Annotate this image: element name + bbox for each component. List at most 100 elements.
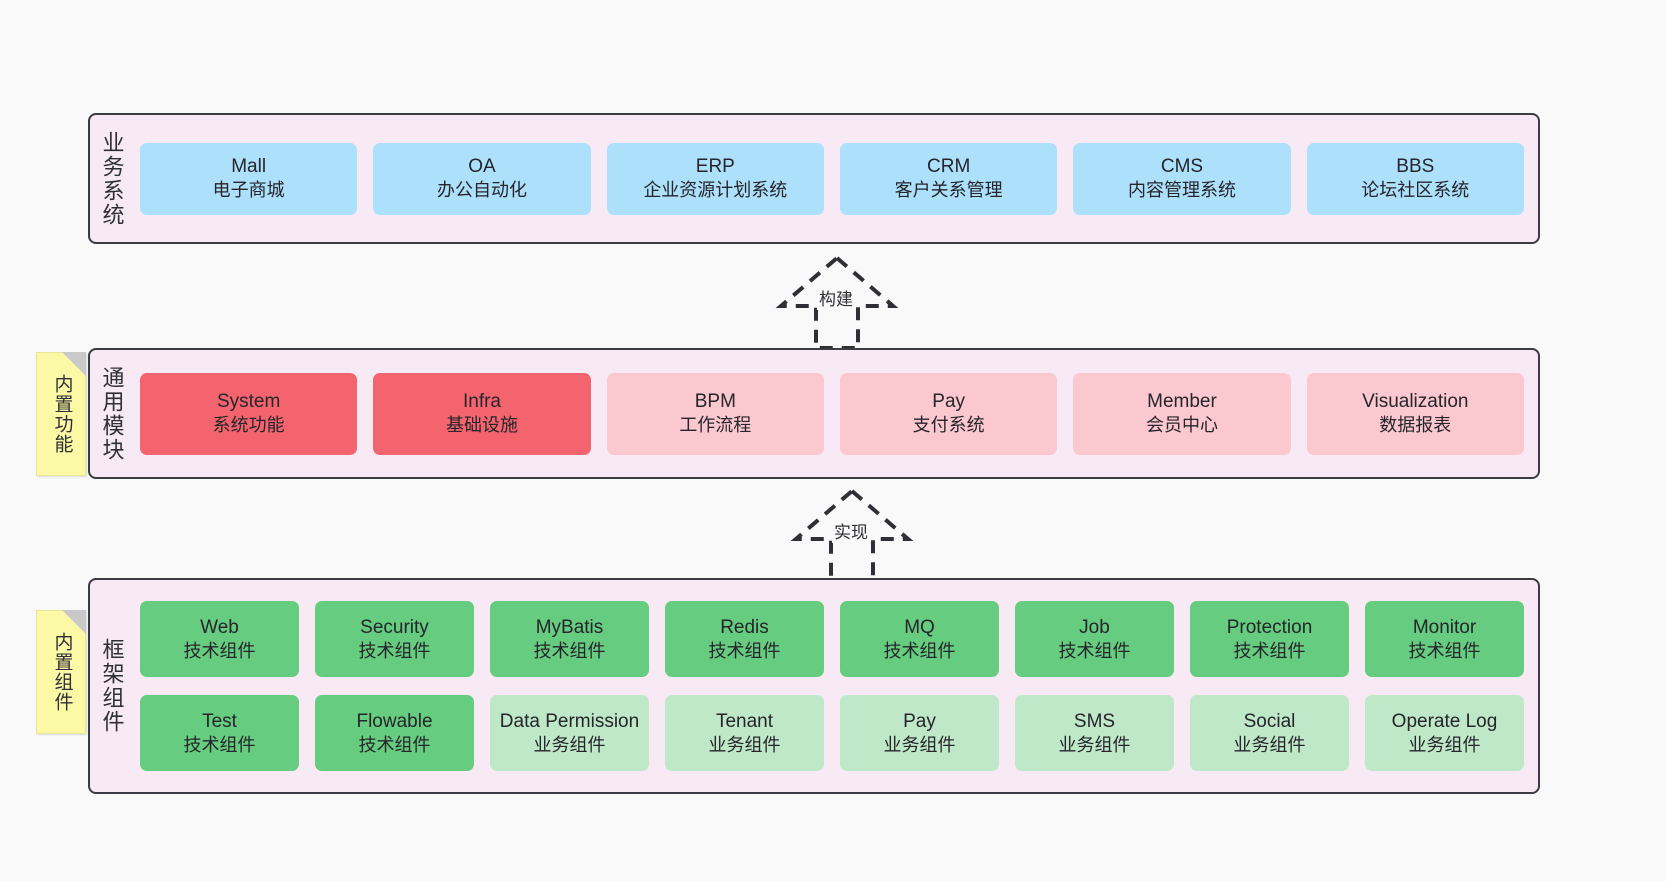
layer-common-module: 通用模块 System 系统功能 Infra 基础设施 BPM 工作流程 Pay… bbox=[88, 348, 1540, 479]
card-title: Infra bbox=[462, 391, 501, 413]
card-subtitle: 业务组件 bbox=[1408, 734, 1481, 755]
card-data-permission[interactable]: Data Permission 业务组件 bbox=[490, 695, 649, 771]
card-subtitle: 业务组件 bbox=[533, 734, 606, 755]
card-subtitle: 论坛社区系统 bbox=[1361, 180, 1470, 201]
card-title: Security bbox=[360, 616, 429, 638]
layer-title-framework-component: 框架组件 bbox=[99, 638, 125, 734]
card-crm[interactable]: CRM 客户关系管理 bbox=[839, 142, 1058, 215]
card-subtitle: 技术组件 bbox=[183, 640, 256, 661]
card-infra[interactable]: Infra 基础设施 bbox=[373, 372, 591, 455]
card-erp[interactable]: ERP 企业资源计划系统 bbox=[606, 142, 824, 215]
card-visualization[interactable]: Visualization 数据报表 bbox=[1306, 372, 1524, 455]
card-subtitle: 客户关系管理 bbox=[894, 180, 1003, 201]
card-sms[interactable]: SMS 业务组件 bbox=[1015, 695, 1174, 771]
arrow-implement: 实现 bbox=[760, 485, 945, 585]
card-subtitle: 数据报表 bbox=[1379, 415, 1452, 436]
card-subtitle: 电子商城 bbox=[212, 180, 285, 201]
card-title: Member bbox=[1147, 391, 1217, 413]
card-title: Redis bbox=[720, 616, 769, 638]
card-title: Protection bbox=[1226, 616, 1313, 638]
card-title: CMS bbox=[1160, 156, 1204, 178]
card-redis[interactable]: Redis 技术组件 bbox=[665, 601, 824, 677]
card-subtitle: 业务组件 bbox=[1233, 734, 1306, 755]
layer-frame-cards: Web 技术组件 Security 技术组件 MyBatis 技术组件 Redi… bbox=[134, 580, 1538, 792]
layer-framework-component: 框架组件 Web 技术组件 Security 技术组件 MyBatis 技术组件… bbox=[88, 578, 1540, 794]
card-pay-component[interactable]: Pay 业务组件 bbox=[840, 695, 999, 771]
arrow-build: 构建 bbox=[745, 252, 930, 352]
card-subtitle: 工作流程 bbox=[679, 415, 752, 436]
layer-title-business-system: 业务系统 bbox=[99, 130, 125, 227]
card-title: MyBatis bbox=[535, 616, 604, 638]
layer-business-cards: Mall 电子商城 OA 办公自动化 ERP 企业资源计划系统 CRM 客户关系… bbox=[134, 115, 1538, 242]
card-bbs[interactable]: BBS 论坛社区系统 bbox=[1306, 142, 1524, 215]
card-title: Visualization bbox=[1362, 391, 1469, 413]
card-title: Mall bbox=[231, 156, 267, 178]
card-row: Test 技术组件 Flowable 技术组件 Data Permission … bbox=[140, 695, 1524, 771]
sticky-note-builtin-features: 内置功能 bbox=[36, 352, 86, 476]
card-cms[interactable]: CMS 内容管理系统 bbox=[1073, 142, 1291, 215]
card-subtitle: 业务组件 bbox=[883, 734, 956, 755]
card-subtitle: 技术组件 bbox=[1058, 640, 1131, 661]
card-subtitle: 内容管理系统 bbox=[1127, 180, 1236, 201]
card-subtitle: 业务组件 bbox=[708, 734, 781, 755]
card-flowable[interactable]: Flowable 技术组件 bbox=[315, 695, 474, 771]
card-subtitle: 技术组件 bbox=[708, 640, 781, 661]
card-title: Test bbox=[202, 710, 237, 732]
card-subtitle: 技术组件 bbox=[1233, 640, 1306, 661]
card-test[interactable]: Test 技术组件 bbox=[140, 695, 299, 771]
card-subtitle: 业务组件 bbox=[1058, 734, 1131, 755]
card-operate-log[interactable]: Operate Log 业务组件 bbox=[1365, 695, 1524, 771]
card-title: ERP bbox=[695, 156, 735, 178]
layer-title-common-module: 通用模块 bbox=[99, 365, 125, 462]
card-bpm[interactable]: BPM 工作流程 bbox=[606, 372, 824, 455]
arrow-implement-label: 实现 bbox=[832, 518, 870, 543]
card-mall[interactable]: Mall 电子商城 bbox=[140, 142, 358, 215]
card-web[interactable]: Web 技术组件 bbox=[140, 601, 299, 677]
card-row: System 系统功能 Infra 基础设施 BPM 工作流程 Pay 支付系统… bbox=[140, 372, 1524, 455]
card-title: Operate Log bbox=[1391, 710, 1498, 732]
layer-business-system: 业务系统 Mall 电子商城 OA 办公自动化 ERP 企业资源计划系统 CRM… bbox=[88, 113, 1540, 244]
card-title: Flowable bbox=[356, 710, 433, 732]
card-tenant[interactable]: Tenant 业务组件 bbox=[665, 695, 824, 771]
card-subtitle: 基础设施 bbox=[445, 415, 518, 436]
card-subtitle: 技术组件 bbox=[183, 734, 256, 755]
card-subtitle: 系统功能 bbox=[212, 415, 285, 436]
arrow-build-label: 构建 bbox=[817, 285, 855, 310]
card-security[interactable]: Security 技术组件 bbox=[315, 601, 474, 677]
card-subtitle: 技术组件 bbox=[358, 734, 431, 755]
card-title: Data Permission bbox=[499, 710, 640, 732]
card-mybatis[interactable]: MyBatis 技术组件 bbox=[490, 601, 649, 677]
card-title: Pay bbox=[903, 710, 936, 732]
card-title: Web bbox=[200, 616, 239, 638]
card-job[interactable]: Job 技术组件 bbox=[1015, 601, 1174, 677]
card-subtitle: 技术组件 bbox=[533, 640, 606, 661]
card-subtitle: 企业资源计划系统 bbox=[643, 180, 788, 201]
card-title: System bbox=[216, 391, 281, 413]
card-subtitle: 技术组件 bbox=[1408, 640, 1481, 661]
card-title: MQ bbox=[904, 616, 935, 638]
card-system[interactable]: System 系统功能 bbox=[140, 372, 358, 455]
card-pay-module[interactable]: Pay 支付系统 bbox=[839, 372, 1058, 455]
card-mq[interactable]: MQ 技术组件 bbox=[840, 601, 999, 677]
card-member[interactable]: Member 会员中心 bbox=[1073, 372, 1291, 455]
card-monitor[interactable]: Monitor 技术组件 bbox=[1365, 601, 1524, 677]
card-title: Tenant bbox=[715, 710, 774, 732]
card-subtitle: 办公自动化 bbox=[436, 180, 527, 201]
card-title: Job bbox=[1079, 616, 1110, 638]
card-oa[interactable]: OA 办公自动化 bbox=[373, 142, 591, 215]
card-title: OA bbox=[468, 156, 496, 178]
card-subtitle: 支付系统 bbox=[912, 415, 985, 436]
sticky-note-label: 内置组件 bbox=[51, 632, 73, 712]
sticky-note-builtin-components: 内置组件 bbox=[36, 610, 86, 734]
card-protection[interactable]: Protection 技术组件 bbox=[1190, 601, 1349, 677]
card-row: Web 技术组件 Security 技术组件 MyBatis 技术组件 Redi… bbox=[140, 601, 1524, 677]
card-social[interactable]: Social 业务组件 bbox=[1190, 695, 1349, 771]
card-title: Monitor bbox=[1412, 616, 1477, 638]
card-subtitle: 技术组件 bbox=[883, 640, 956, 661]
card-title: CRM bbox=[927, 156, 971, 178]
card-title: Social bbox=[1243, 710, 1296, 732]
card-title: Pay bbox=[932, 391, 966, 413]
card-title: BBS bbox=[1396, 156, 1435, 178]
sticky-note-label: 内置功能 bbox=[51, 374, 73, 454]
